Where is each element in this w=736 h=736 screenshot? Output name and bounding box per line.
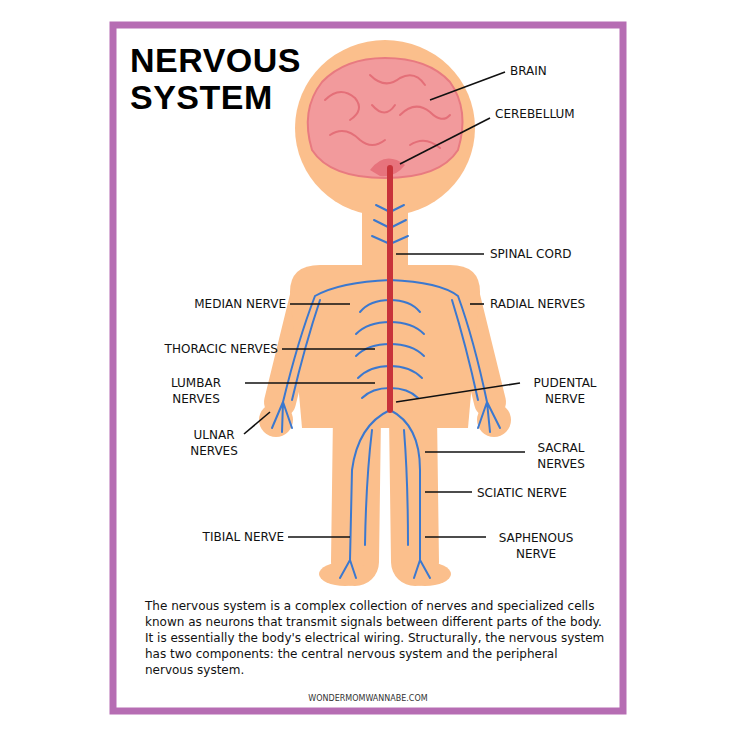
- part-label: SCIATIC NERVE: [477, 485, 567, 501]
- part-label: PUDENTAL NERVE: [523, 375, 607, 407]
- watermark: WONDERMOMWANNABE.COM: [308, 694, 427, 704]
- poster-title: NERVOUS SYSTEM: [130, 42, 340, 116]
- part-label: CEREBELLUM: [495, 106, 575, 122]
- part-label: SACRAL NERVES: [526, 440, 596, 472]
- part-label: RADIAL NERVES: [490, 296, 585, 312]
- part-label: TIBIAL NERVE: [203, 529, 284, 545]
- part-label: BRAIN: [510, 63, 547, 79]
- caption-text: The nervous system is a complex collecti…: [145, 598, 607, 678]
- part-label: SPINAL CORD: [490, 246, 571, 262]
- part-label: LUMBAR NERVES: [150, 375, 242, 407]
- part-label: MEDIAN NERVE: [194, 296, 286, 312]
- part-label: SAPHENOUS NERVE: [490, 530, 582, 562]
- part-label: THORACIC NERVES: [165, 341, 278, 357]
- part-label: ULNAR NERVES: [178, 427, 250, 459]
